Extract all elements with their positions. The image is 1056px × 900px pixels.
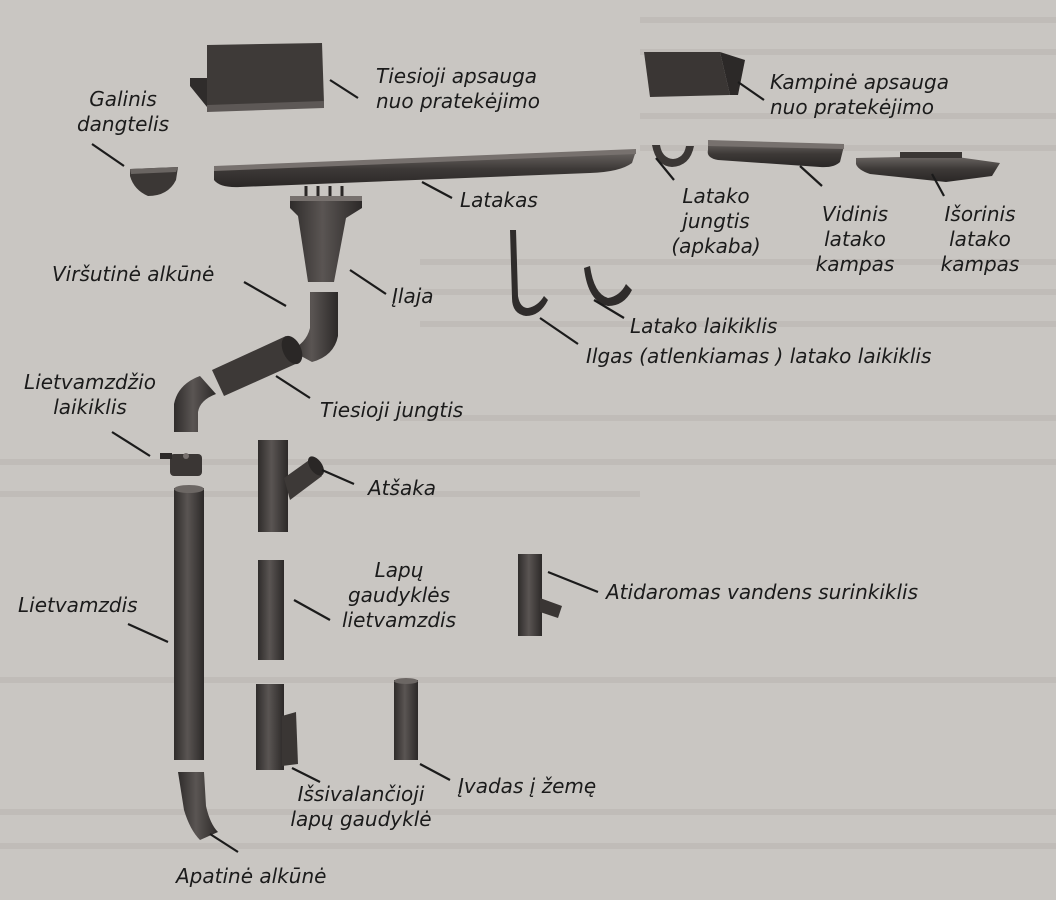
gutter-hanger bbox=[584, 266, 632, 306]
label-gutter-hanger: Latako laikiklis bbox=[630, 314, 778, 338]
label-ground-inlet: Įvadas į žemę bbox=[458, 774, 597, 798]
upper-elbow bbox=[290, 292, 338, 362]
label-gutter: Latakas bbox=[460, 188, 538, 212]
label-inner-gutter-corner: Vidinis latako kampas bbox=[815, 202, 895, 276]
long-gutter-hanger bbox=[510, 230, 548, 316]
corner-drip-guard bbox=[644, 52, 745, 97]
rainwater-collector bbox=[518, 554, 562, 636]
straight-drip-guard bbox=[190, 43, 324, 112]
lower-elbow bbox=[178, 772, 218, 840]
label-straight-connector: Tiesioji jungtis bbox=[320, 398, 464, 422]
leader-lines bbox=[91, 79, 945, 853]
outer-gutter-corner bbox=[856, 152, 1000, 182]
label-long-gutter-hanger: Ilgas (atlenkiamas ) latako laikiklis bbox=[586, 344, 932, 368]
gutter bbox=[214, 149, 636, 188]
label-gutter-connector: Latako jungtis (apkaba) bbox=[671, 184, 761, 258]
leaf-trap-pipe bbox=[258, 560, 284, 660]
label-self-cleaning-leaf-trap: Išsivalančioji lapų gaudyklė bbox=[290, 782, 432, 831]
pipe-elbow bbox=[174, 376, 216, 432]
inner-gutter-corner bbox=[707, 140, 844, 168]
end-cap bbox=[130, 167, 178, 196]
downpipe bbox=[174, 485, 204, 760]
label-rainwater-collector: Atidaromas vandens surinkiklis bbox=[606, 580, 919, 604]
label-corner-drip-guard: Kampinė apsauga nuo pratekėjimo bbox=[770, 70, 949, 119]
label-leaf-trap-pipe: Lapų gaudyklės lietvamzdis bbox=[341, 558, 456, 632]
label-lower-elbow: Apatinė alkūnė bbox=[176, 864, 327, 888]
label-outer-gutter-corner: Išorinis latako kampas bbox=[940, 202, 1020, 276]
gutter-outlet bbox=[290, 186, 362, 282]
label-straight-drip-guard: Tiesioji apsauga nuo pratekėjimo bbox=[376, 64, 540, 113]
label-downpipe-bracket: Lietvamzdžio laikiklis bbox=[24, 370, 156, 419]
branch-pipe bbox=[258, 440, 324, 532]
ground-inlet bbox=[394, 678, 418, 760]
label-downpipe: Lietvamzdis bbox=[18, 593, 138, 617]
straight-connector bbox=[212, 335, 303, 396]
label-branch-pipe: Atšaka bbox=[368, 476, 437, 500]
gutter-connector bbox=[652, 145, 694, 167]
self-cleaning-leaf-trap bbox=[256, 684, 298, 770]
label-upper-elbow: Viršutinė alkūnė bbox=[52, 262, 215, 286]
label-end-cap: Galinis dangtelis bbox=[76, 87, 169, 136]
label-gutter-outlet: Įlaja bbox=[392, 284, 434, 308]
downpipe-bracket bbox=[160, 453, 202, 476]
